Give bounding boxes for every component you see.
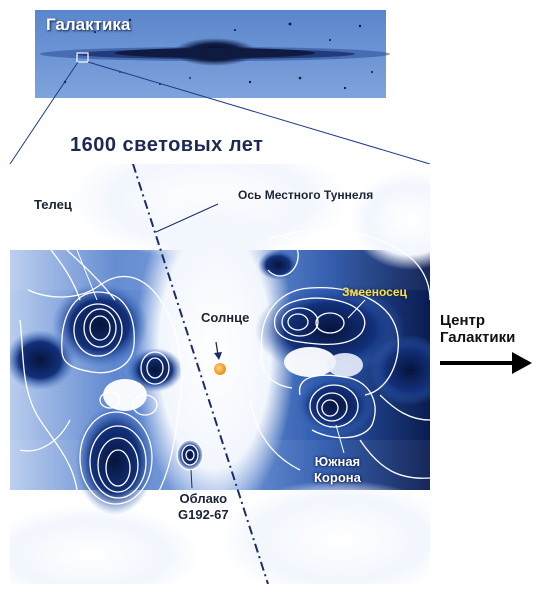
galactic-center-label: Центр Галактики <box>440 312 515 346</box>
contour-lines <box>19 224 430 511</box>
galaxy-inset <box>35 10 390 98</box>
ophiuchus-label: Змееносец <box>342 285 407 299</box>
galactic-center-line1: Центр <box>440 312 486 329</box>
taurus-label: Телец <box>34 197 72 212</box>
south-corona-line2: Корона <box>314 470 361 485</box>
cloud-line1: Облако <box>179 491 228 506</box>
south-corona-line1: Южная <box>314 454 361 469</box>
cloud-line2: G192-67 <box>178 507 229 522</box>
galactic-center-arrow-head <box>512 352 532 374</box>
local-tunnel-axis-line <box>132 164 269 584</box>
inset-stars <box>58 18 373 90</box>
galactic-center-line2: Галактики <box>440 329 516 346</box>
sun-arrow-head <box>214 352 222 360</box>
projection-line-left <box>9 61 79 165</box>
sun-marker <box>214 363 226 375</box>
cloud-label: Облако G192-67 <box>178 491 229 523</box>
sun-label: Солнце <box>201 310 250 325</box>
sun-location-box <box>76 52 89 63</box>
galaxy-title: Галактика <box>46 15 131 34</box>
density-map <box>10 164 430 584</box>
scale-label: 1600 световых лет <box>70 134 264 156</box>
tunnel-axis-label: Ось Местного Туннеля <box>238 188 374 202</box>
south-corona-label: Южная Корона <box>314 454 361 486</box>
leader-lines <box>60 203 366 489</box>
projection-line-right <box>87 61 431 165</box>
